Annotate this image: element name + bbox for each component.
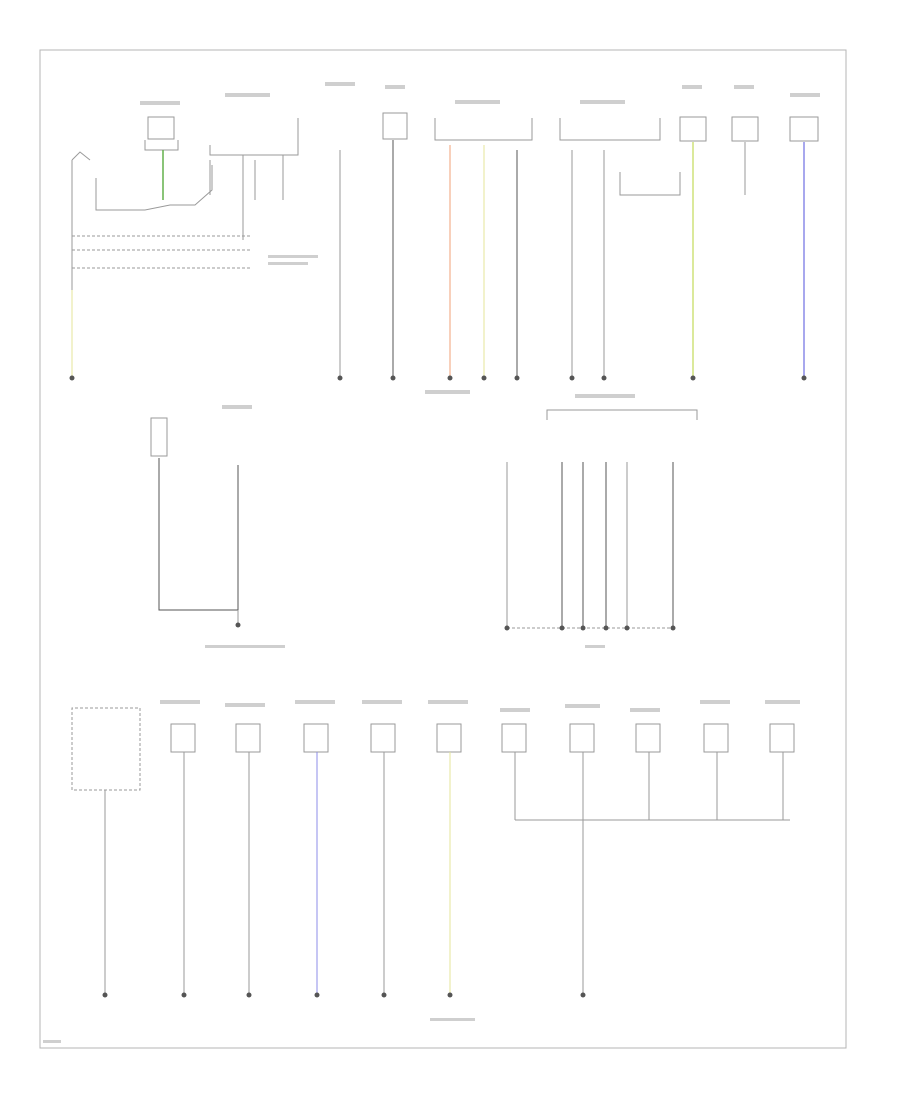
middle-section [150,409,698,629]
footer-code [43,1040,61,1043]
diagram-border [39,49,847,1049]
ground-points-top [69,375,807,381]
bottom-section [71,707,795,995]
top-labels [140,82,820,394]
ground-points-bottom [102,992,586,998]
middle-labels [205,394,635,648]
bottom-labels [160,700,800,1021]
top-section [71,112,819,378]
ground-points-middle [235,622,676,631]
